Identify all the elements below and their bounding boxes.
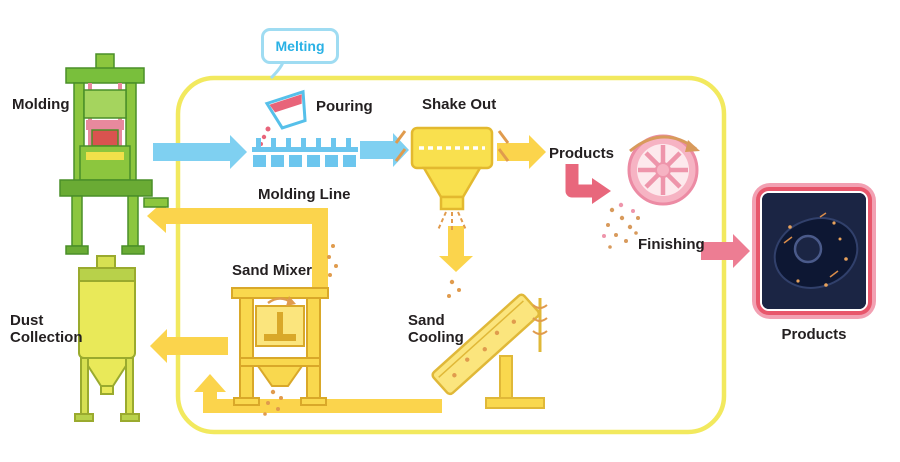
molding-machine-icon [59,53,169,255]
sand-mixer-label: Sand Mixer [232,262,313,279]
sand-cooling-icon [431,293,548,409]
sand-cooling-label: Sand Cooling [408,312,464,347]
arrow-sandcooling-to-sandmixer [194,374,442,413]
sand-mixer-icon [231,287,329,406]
arrow-shakeout-to-sandcooling [439,226,473,272]
products-frame [752,183,876,319]
arrow-shakeout-to-products [497,135,546,169]
shot-spray-icon [606,207,640,249]
molding-line-icon [252,138,358,167]
products-intermediate-label: Products [549,145,615,162]
falling-sand-icon [437,211,467,232]
melting-callout: Melting [261,28,339,64]
dust-collection-label: Dust Collection [10,312,83,347]
pouring-ladle-icon [264,89,307,130]
vibration-marks-icon [394,130,510,162]
arrow-finishing-to-products [701,234,750,268]
riser-sand-icon [327,244,338,277]
arrow-molding-to-moldingline [153,135,247,169]
casting-photo-art [762,193,866,309]
arrow-to-dust-collection [150,329,228,363]
shake-out-label: Shake Out [422,96,497,113]
pouring-label: Pouring [316,98,373,115]
mixer-discharge-sand-icon [263,389,283,416]
cooling-inlet-sand-icon [447,279,461,298]
products-final-label: Products [781,326,847,343]
finishing-label: Finishing [638,236,705,253]
molding-label: Molding [12,96,70,113]
dust-collector-icon [74,255,140,422]
arrow-moldingline-to-shakeout [360,133,409,167]
products-photo [760,191,868,311]
melting-label: Melting [275,38,325,54]
shakeout-machine-icon [394,126,510,232]
finishing-wheel-icon [602,134,700,249]
molding-line-label: Molding Line [258,186,351,203]
arrow-products-to-finishing [565,164,611,204]
